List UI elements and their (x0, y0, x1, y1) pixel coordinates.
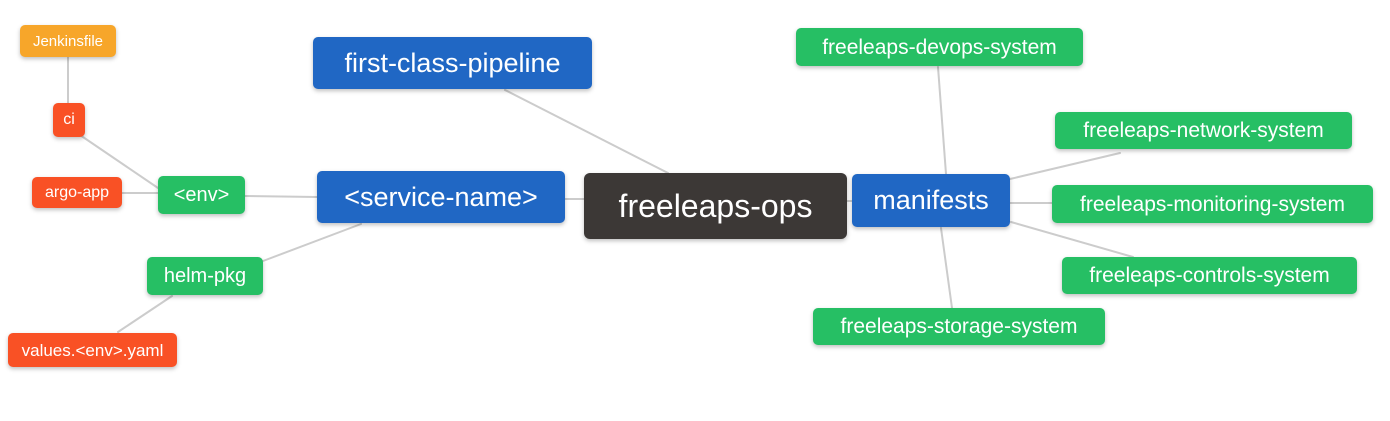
edge-ops-first-class-pipeline (504, 89, 669, 174)
edge-env-ci (79, 134, 159, 189)
node-service-name[interactable]: <service-name> (317, 171, 565, 223)
node-label: helm-pkg (163, 265, 247, 287)
node-label: freeleaps-ops (618, 188, 813, 224)
edge-manifests-controls-system (1010, 221, 1134, 258)
node-label: freeleaps-network-system (1083, 119, 1324, 142)
node-manifests[interactable]: manifests (852, 174, 1010, 227)
node-label: <service-name> (344, 181, 538, 212)
node-label: argo-app (44, 183, 110, 201)
node-freeleaps-ops-root[interactable]: freeleaps-ops (584, 173, 847, 239)
node-label: freeleaps-devops-system (822, 35, 1057, 59)
node-label: manifests (873, 185, 989, 215)
node-freeleaps-devops-system[interactable]: freeleaps-devops-system (796, 28, 1083, 66)
node-values-env-yaml[interactable]: values.<env>.yaml (8, 333, 177, 367)
node-freeleaps-controls-system[interactable]: freeleaps-controls-system (1062, 257, 1357, 294)
edge-service-name-env (244, 195, 318, 198)
node-env[interactable]: <env> (158, 176, 245, 214)
node-label: freeleaps-controls-system (1089, 264, 1330, 287)
node-freeleaps-storage-system[interactable]: freeleaps-storage-system (813, 308, 1105, 345)
node-argo-app[interactable]: argo-app (32, 177, 122, 208)
edge-helm-pkg-values-env-yaml (117, 295, 173, 333)
node-freeleaps-monitoring-system[interactable]: freeleaps-monitoring-system (1052, 185, 1373, 223)
edge-service-name-helm-pkg (262, 223, 362, 262)
node-label: first-class-pipeline (344, 47, 561, 78)
edge-manifests-storage-system (940, 227, 953, 309)
node-helm-pkg[interactable]: helm-pkg (147, 257, 263, 295)
node-ci[interactable]: ci (53, 103, 85, 137)
node-label: <env> (173, 184, 230, 206)
node-freeleaps-network-system[interactable]: freeleaps-network-system (1055, 112, 1352, 149)
node-label: ci (63, 111, 75, 128)
node-first-class-pipeline[interactable]: first-class-pipeline (313, 37, 592, 89)
node-label: freeleaps-monitoring-system (1080, 192, 1345, 216)
node-jenkinsfile[interactable]: Jenkinsfile (20, 25, 116, 57)
edge-manifests-network-system (1009, 152, 1121, 180)
edge-manifests-devops-system (937, 66, 947, 175)
node-label: Jenkinsfile (32, 32, 104, 50)
node-label: values.<env>.yaml (21, 340, 164, 360)
node-label: freeleaps-storage-system (840, 315, 1078, 338)
